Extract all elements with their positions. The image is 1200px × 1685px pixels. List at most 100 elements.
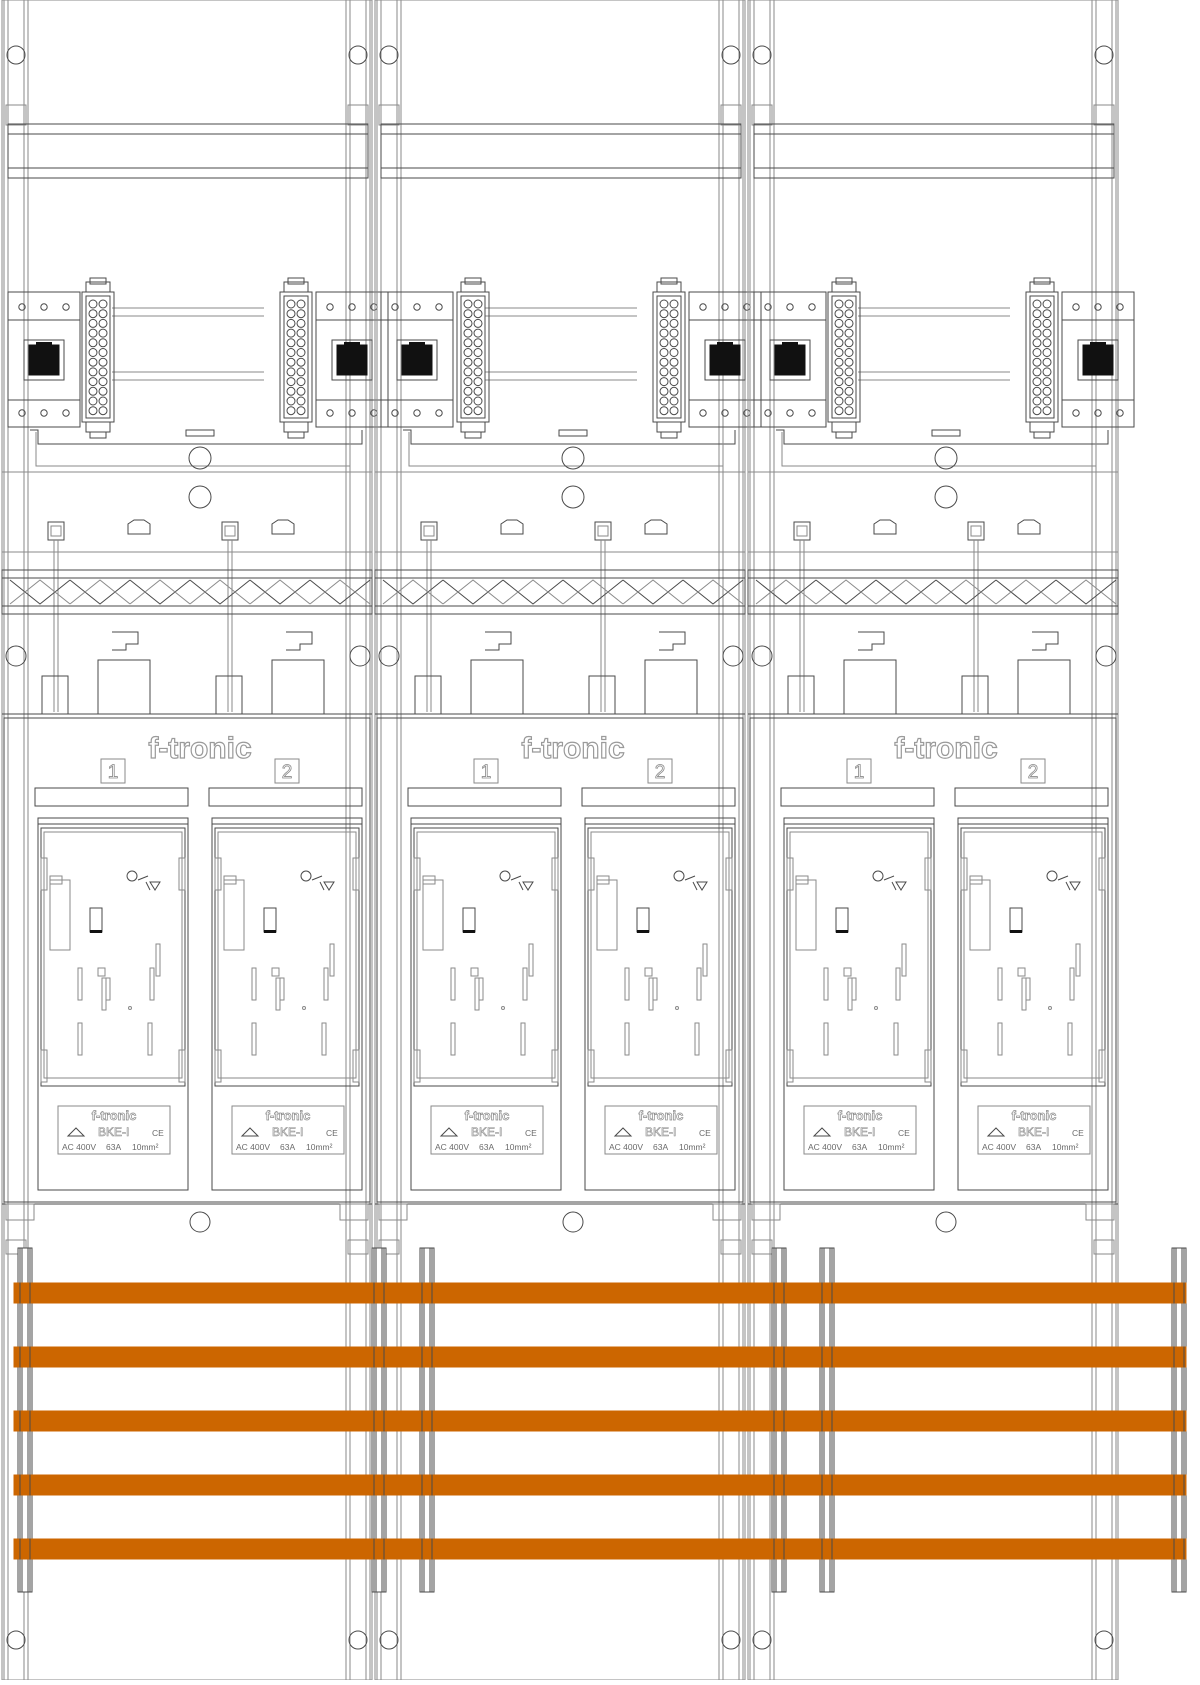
- clamp-strip: [279, 277, 313, 439]
- busbar-L3: [13, 1410, 1187, 1432]
- slot-number-1: 1: [108, 762, 119, 783]
- mounting-hole: [751, 645, 773, 667]
- rating-plate-model: BKE-I: [272, 1125, 303, 1139]
- busbar-L2: [13, 1346, 1187, 1368]
- mounting-hole: [935, 1211, 957, 1233]
- cable-tie-clip: [1032, 631, 1059, 651]
- fuse-indicator: [636, 907, 650, 933]
- rating-plate-voltage: AC 400V: [982, 1142, 1016, 1152]
- clamp-strip: [1025, 277, 1059, 439]
- cable-connector: [793, 521, 811, 712]
- slot-number-2: 2: [282, 762, 293, 783]
- fuse-housing: [584, 817, 736, 1191]
- cable-tie-clip: [286, 631, 313, 651]
- feed-terminal: [215, 675, 243, 715]
- rating-plate-cross-section: 10mm²: [679, 1142, 706, 1152]
- mounting-hole: [348, 1630, 368, 1650]
- busbar-L1: [13, 1282, 1187, 1304]
- approval-mark-icon: [613, 1127, 633, 1137]
- terminal-block: [380, 291, 454, 428]
- mounting-hole: [562, 1211, 584, 1233]
- rating-plate-model: BKE-I: [645, 1125, 676, 1139]
- busbar-clamp-6: [1173, 1247, 1185, 1593]
- fuse-indicator: [462, 907, 476, 933]
- cable-tie-clip: [485, 631, 512, 651]
- label-strip: [780, 787, 935, 807]
- rating-plate-cross-section: 10mm²: [505, 1142, 532, 1152]
- cable-connector: [47, 521, 65, 712]
- fuse-indicator: [835, 907, 849, 933]
- slot-number-1-box: [846, 758, 872, 784]
- fuse-indicator: [1009, 907, 1023, 933]
- rating-plate-cross-section: 10mm²: [1052, 1142, 1079, 1152]
- cable-connector: [594, 521, 612, 712]
- fuse-housing: [957, 817, 1109, 1191]
- busbar-clamp-1: [19, 1247, 31, 1593]
- mounting-hole: [6, 45, 26, 65]
- rating-plate-voltage: AC 400V: [808, 1142, 842, 1152]
- terminal-clamp: [28, 344, 60, 376]
- label-strip: [208, 787, 363, 807]
- feed-terminal: [470, 659, 524, 715]
- slot-number-1-box: [100, 758, 126, 784]
- cable-tie-clip: [659, 631, 686, 651]
- mounting-hole: [188, 485, 212, 509]
- ce-mark: CE: [525, 1128, 537, 1138]
- fuse-cover: [214, 827, 360, 1087]
- label-strip: [407, 787, 562, 807]
- busbar-clamp-5: [821, 1247, 833, 1593]
- terminal-clamp: [774, 344, 806, 376]
- terminal-block: [7, 291, 81, 428]
- approval-mark-icon: [240, 1127, 260, 1137]
- label-strip: [954, 787, 1109, 807]
- slot-number-1: 1: [854, 762, 865, 783]
- slot-number-2: 2: [1028, 762, 1039, 783]
- clamp-strip: [652, 277, 686, 439]
- label-strip: [581, 787, 736, 807]
- ce-mark: CE: [898, 1128, 910, 1138]
- clamp-strip: [827, 277, 861, 439]
- rating-plate-current: 63A: [479, 1142, 494, 1152]
- approval-mark-icon: [66, 1127, 86, 1137]
- mounting-bracket: [776, 429, 1109, 470]
- feed-terminal: [644, 659, 698, 715]
- fuse-cover: [587, 827, 733, 1087]
- busbar-clamp-3: [421, 1247, 433, 1593]
- mounting-hole: [934, 485, 958, 509]
- rating-plate-cross-section: 10mm²: [878, 1142, 905, 1152]
- fuse-housing: [211, 817, 363, 1191]
- mounting-hole: [6, 1630, 26, 1650]
- terminal-clamp: [401, 344, 433, 376]
- label-strip: [34, 787, 189, 807]
- rating-plate-model: BKE-I: [844, 1125, 875, 1139]
- feed-terminal: [1017, 659, 1071, 715]
- rating-plate-model: BKE-I: [471, 1125, 502, 1139]
- fuse-indicator: [263, 907, 277, 933]
- mounting-hole: [379, 1630, 399, 1650]
- terminal-block: [315, 291, 389, 428]
- rating-plate-cross-section: 10mm²: [132, 1142, 159, 1152]
- top-mounting-rail: [380, 123, 742, 179]
- terminal-clamp: [336, 344, 368, 376]
- cable-duct-zone: [1, 471, 373, 553]
- mounting-bracket: [30, 429, 363, 470]
- fuse-cover: [786, 827, 932, 1087]
- snap-clip: [644, 519, 668, 535]
- top-mounting-rail: [7, 123, 369, 179]
- mounting-hole: [349, 645, 371, 667]
- truss-rail: [747, 569, 1119, 615]
- slot-number-2-box: [647, 758, 673, 784]
- cable-connector: [967, 521, 985, 712]
- bracket-hole: [561, 446, 585, 470]
- mounting-hole: [752, 45, 772, 65]
- rating-plate-current: 63A: [852, 1142, 867, 1152]
